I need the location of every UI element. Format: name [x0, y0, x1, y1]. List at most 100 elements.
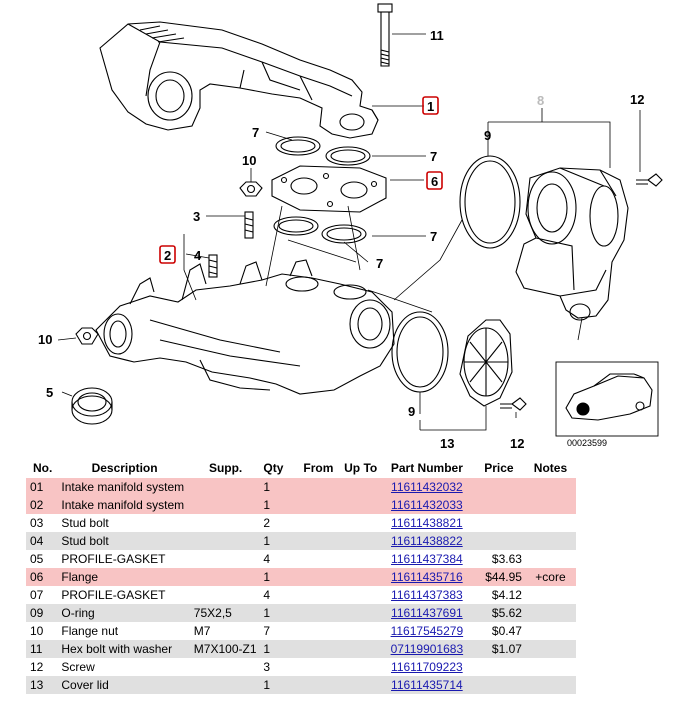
cell-supp: M7X100-Z1 — [190, 640, 261, 658]
cell-no: 10 — [30, 624, 44, 638]
cell-notes — [525, 514, 576, 532]
upper-gaskets-drawing — [275, 136, 371, 166]
callout-13: 13 — [440, 436, 454, 451]
cell-up-to — [340, 604, 381, 622]
valve-assembly-drawing — [515, 167, 629, 321]
parts-table: No. Description Supp. Qty From Up To Par… — [26, 458, 576, 694]
cell-from — [296, 478, 341, 496]
cell-supp — [191, 658, 261, 676]
callout-1-box — [422, 96, 439, 115]
cell-no: 03 — [30, 516, 44, 530]
cell-from — [296, 496, 341, 514]
callout-2: 2 — [164, 248, 171, 263]
part-number-link[interactable]: 11611435716 — [391, 570, 463, 584]
cover-lid-drawing — [459, 319, 513, 407]
cell-qty: 2 — [263, 516, 271, 530]
cell-supp — [191, 586, 261, 604]
part-number-link[interactable]: 11617545279 — [390, 624, 464, 638]
part-number-link[interactable]: 11611437383 — [391, 588, 463, 602]
cell-qty: 1 — [260, 604, 297, 622]
part-number-link[interactable]: 11611435714 — [391, 678, 463, 692]
callout-7-top: 7 — [252, 125, 259, 140]
callout-2-box — [159, 245, 176, 264]
cell-from — [296, 586, 340, 604]
cell-price — [473, 658, 525, 676]
cell-supp: 75X2,5 — [190, 604, 261, 622]
cell-supp: M7 — [193, 624, 211, 638]
cell-price — [472, 496, 525, 514]
part-number-link[interactable]: 11611709223 — [391, 660, 463, 674]
screw-upper-drawing — [636, 173, 663, 187]
flange-drawing — [271, 165, 387, 213]
cell-notes — [525, 550, 576, 568]
cell-qty: 7 — [263, 624, 271, 638]
callout-4: 4 — [194, 248, 202, 263]
part-number-link[interactable]: 07119901683 — [390, 642, 464, 656]
long-bolt-drawing — [377, 3, 393, 67]
cell-notes — [525, 658, 576, 676]
cell-part-number: 11611435716 — [380, 568, 473, 586]
cell-price: $4.12 — [491, 588, 522, 602]
header-part-number: Part Number — [390, 461, 463, 475]
cell-part-number: 11611438821 — [381, 514, 473, 532]
cell-qty: 4 — [263, 552, 271, 566]
cell-from — [296, 568, 341, 586]
cell-up-to — [340, 676, 381, 694]
part-number-link[interactable]: 11611437691 — [391, 606, 463, 620]
callout-9-lower: 9 — [408, 404, 415, 419]
callout-12-upper: 12 — [630, 92, 644, 107]
diagram-image-code: 00023599 — [567, 438, 607, 448]
cell-no: 06 — [26, 568, 59, 586]
cell-description: PROFILE-GASKET — [61, 552, 166, 566]
cell-no: 02 — [26, 496, 59, 514]
callout-12-lower: 12 — [510, 436, 524, 451]
upper-oring-drawing — [459, 155, 521, 249]
cell-supp — [190, 496, 261, 514]
cell-notes — [524, 496, 576, 514]
cell-part-number: 11611432033 — [380, 496, 473, 514]
part-number-link[interactable]: 11611438821 — [391, 516, 463, 530]
lower-gaskets-drawing — [273, 216, 367, 244]
cell-supp — [190, 676, 261, 694]
cell-description: Intake manifold system — [58, 496, 191, 514]
header-from: From — [303, 461, 334, 475]
cell-price: $44.95 — [472, 568, 525, 586]
cell-from — [296, 604, 341, 622]
flange-nut-left-drawing — [75, 327, 99, 345]
cell-price: $0.47 — [491, 624, 522, 638]
cell-price — [472, 676, 525, 694]
header-supp: Supp. — [208, 461, 243, 475]
header-no: No. — [33, 461, 53, 475]
cell-from — [296, 622, 340, 640]
cell-notes — [524, 604, 576, 622]
cell-no: 04 — [26, 532, 59, 550]
part-number-link[interactable]: 11611438822 — [391, 534, 463, 548]
cell-qty: 1 — [260, 496, 297, 514]
header-notes: Notes — [533, 461, 568, 475]
exploded-view-drawing: 11 1 7 7 10 6 3 7 2 4 7 10 5 9 8 12 9 13… — [38, 3, 663, 451]
cell-description: Stud bolt — [61, 516, 109, 530]
cell-price: $5.62 — [472, 604, 525, 622]
callout-3: 3 — [193, 209, 200, 224]
callout-10-left: 10 — [38, 332, 52, 347]
part-number-link[interactable]: 11611437384 — [391, 552, 463, 566]
cell-description: O-ring — [58, 604, 191, 622]
callout-6: 6 — [431, 174, 438, 189]
cell-no: 07 — [30, 588, 44, 602]
cell-supp — [190, 532, 261, 550]
cell-up-to — [341, 622, 381, 640]
cell-from — [296, 532, 341, 550]
cell-up-to — [340, 640, 381, 658]
callout-11: 11 — [430, 28, 444, 43]
cell-from — [296, 676, 341, 694]
part-number-link[interactable]: 11611432032 — [391, 480, 463, 494]
cell-qty: 1 — [260, 640, 297, 658]
part-number-link[interactable]: 11611432033 — [391, 498, 463, 512]
cell-description: PROFILE-GASKET — [61, 588, 166, 602]
cell-qty: 3 — [263, 660, 271, 674]
